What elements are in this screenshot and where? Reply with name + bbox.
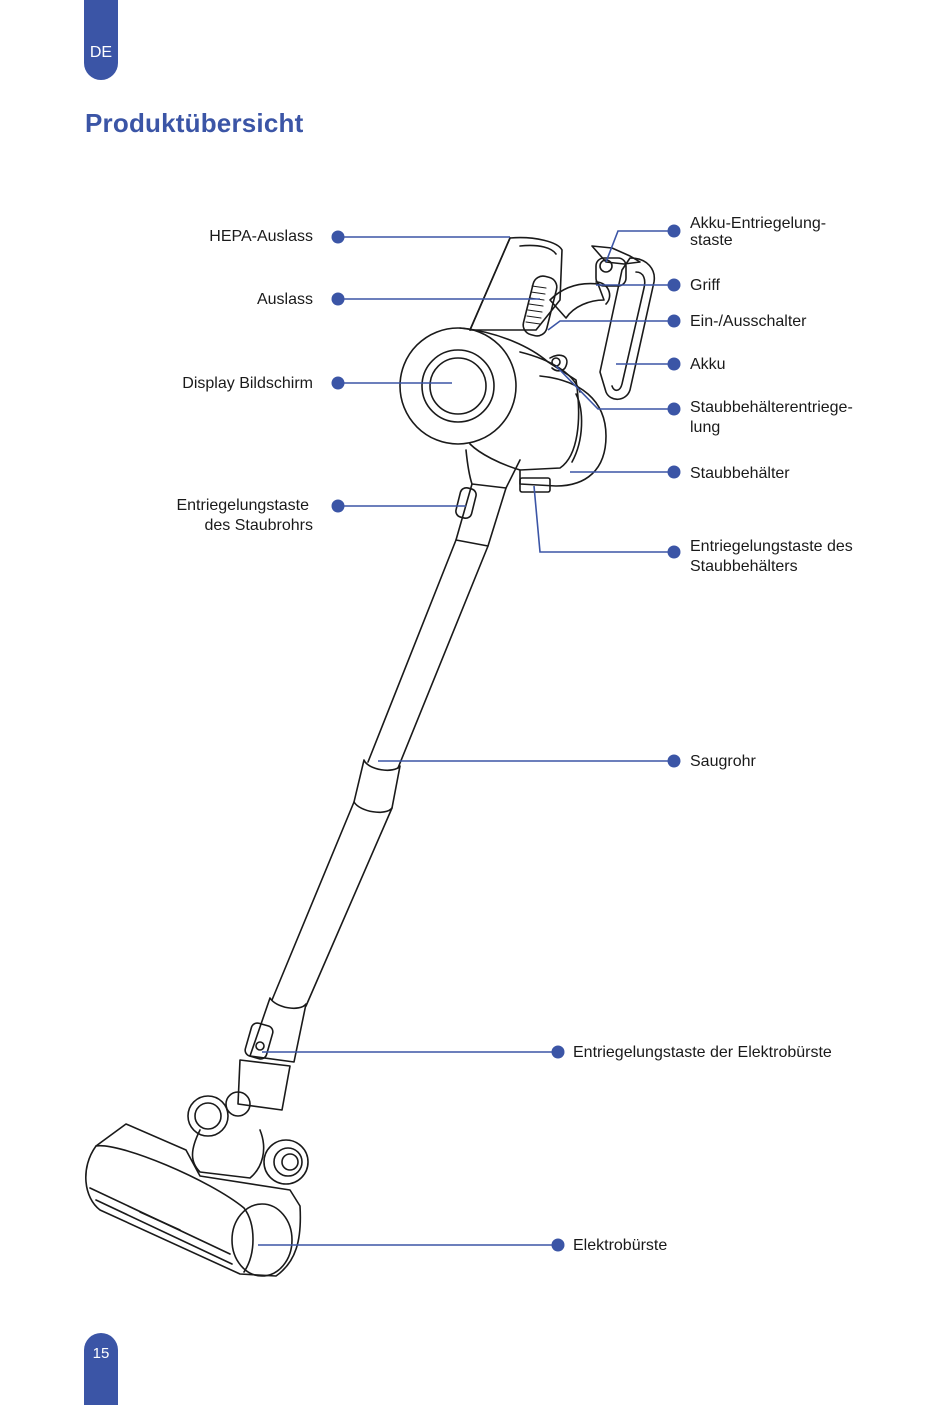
callout-dot-suction-tube [668, 755, 681, 768]
callout-lines [258, 231, 674, 1245]
callout-dots [332, 225, 681, 1252]
label-bin-release-lever-line2: lung [690, 418, 853, 438]
label-bin-release-button: Entriegelungstaste des Staubbehälters [690, 537, 853, 577]
callout-dot-battery [668, 358, 681, 371]
label-bin-release-button-line2: Staubbehälters [690, 557, 853, 577]
label-brush-release: Entriegelungstaste der Elektrobürste [573, 1043, 832, 1063]
label-power-switch: Ein-/Ausschalter [690, 312, 807, 332]
label-suction-tube: Saugrohr [690, 752, 756, 772]
page-number: 15 [93, 1345, 110, 1362]
callout-line-bin-button [534, 486, 674, 552]
callout-dot-brush-release [552, 1046, 565, 1059]
label-handle: Griff [690, 276, 720, 296]
label-battery: Akku [690, 355, 726, 375]
callout-dot-display [332, 377, 345, 390]
label-bin-release-lever-line1: Staubbehälterentriege- [690, 398, 853, 418]
label-battery-release: Akku-Entriegelung- staste [690, 215, 826, 249]
label-battery-release-line2: staste [690, 232, 826, 249]
callout-dot-handle [668, 279, 681, 292]
callout-dot-hepa [332, 231, 345, 244]
label-hepa-outlet: HEPA-Auslass [209, 227, 313, 247]
label-tube-release-line2: des Staubrohrs [176, 516, 313, 536]
callout-dot-tube-release [332, 500, 345, 513]
label-outlet: Auslass [257, 290, 313, 310]
callout-dot-bin-release [668, 403, 681, 416]
label-electric-brush: Elektrobürste [573, 1236, 667, 1256]
label-dust-bin: Staubbehälter [690, 464, 790, 484]
page-number-tab: 15 [84, 1333, 118, 1405]
callout-dot-battery-release [668, 225, 681, 238]
callout-dot-dust-bin [668, 466, 681, 479]
label-bin-release-lever: Staubbehälterentriege- lung [690, 398, 853, 438]
callout-line-bin-release [556, 366, 674, 409]
callout-dot-outlet [332, 293, 345, 306]
label-bin-release-button-line1: Entriegelungstaste des [690, 537, 853, 557]
vacuum-illustration [86, 238, 654, 1276]
callout-dot-brush [552, 1239, 565, 1252]
label-display: Display Bildschirm [182, 374, 313, 394]
callout-dot-bin-button [668, 546, 681, 559]
label-battery-release-line1: Akku-Entriegelung- [690, 215, 826, 232]
label-tube-release-line1: Entriegelungstaste [176, 496, 313, 516]
callout-dot-power [668, 315, 681, 328]
label-tube-release: Entriegelungstaste des Staubrohrs [176, 496, 313, 536]
